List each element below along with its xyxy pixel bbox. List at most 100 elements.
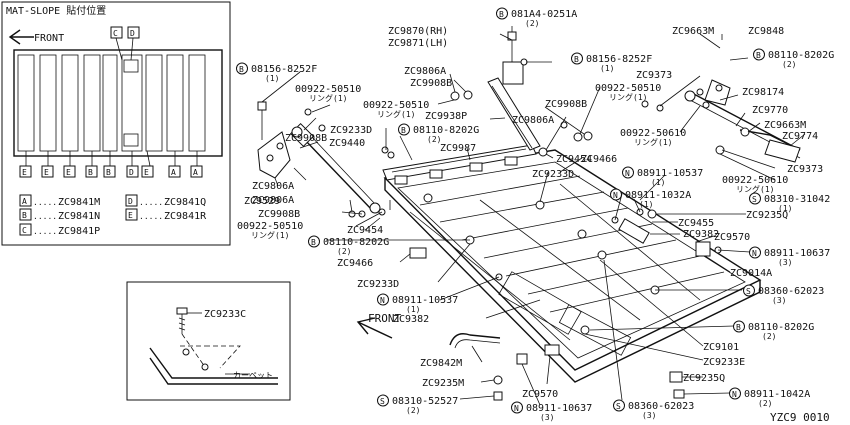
mat-outline xyxy=(13,49,223,157)
svg-text:B: B xyxy=(106,168,111,177)
callout-part-number: ZC9235Q xyxy=(683,373,725,384)
callout-quantity: (2) xyxy=(525,19,539,28)
inset-title: MAT-SLOPE 貼付位置 xyxy=(6,4,106,17)
inset-top-letter-d: D xyxy=(130,29,135,38)
callout-prefix-badge xyxy=(613,399,625,412)
callout-part-number: 08110-8202G xyxy=(768,50,834,61)
callout-45: ZC9382 xyxy=(683,229,719,240)
callout-part-number: 08911-10637 xyxy=(764,248,830,259)
callout-36: ZC9806A xyxy=(252,195,294,206)
callout-prefix-badge xyxy=(377,394,389,407)
callout-part-number: 00922-50610 xyxy=(722,175,788,186)
callout-quantity: (1) xyxy=(651,178,665,187)
callout-49: ZC9014A xyxy=(730,268,772,279)
callout-quantity: (2) xyxy=(762,332,776,341)
hardware xyxy=(304,90,722,401)
callout-part-number: ZC9806A xyxy=(252,181,294,192)
callout-quantity: (3) xyxy=(642,411,656,420)
callout-17: ZC9770 xyxy=(752,105,788,116)
callout-56: ZC9842M xyxy=(420,358,462,369)
svg-text:C: C xyxy=(22,226,27,235)
callout-prefix-badge xyxy=(733,320,745,333)
callout-quantity: (1) xyxy=(600,64,614,73)
callout-part-number: ZC9101 xyxy=(703,342,739,353)
callout-part-number: ZC9842M xyxy=(420,358,462,369)
callout-prefix-letter: N xyxy=(514,404,519,413)
callout-prefix-letter: N xyxy=(380,296,385,305)
callout-part-number: 00922-50510 xyxy=(237,221,303,232)
callout-prefix-badge xyxy=(571,52,583,65)
callout-part-number: ZC9770 xyxy=(752,105,788,116)
callout-part-number: ZC9455 xyxy=(678,218,714,229)
callout-prefix-letter: S xyxy=(380,397,385,406)
callout-quantity: (1) xyxy=(639,200,653,209)
callout-part-number: ZC9908B xyxy=(285,133,327,144)
callout-12: ZC9373 xyxy=(636,70,672,81)
callout-part-number: ZC9235M xyxy=(422,378,464,389)
callout-quantity: リング(1) xyxy=(634,137,672,147)
detail-carpet-label: カーペット xyxy=(233,371,273,380)
svg-text:D: D xyxy=(128,197,133,206)
callout-part-number: 08911-10537 xyxy=(392,295,458,306)
callout-part-number: 08310-52527 xyxy=(392,396,458,407)
callout-part-number: ZC9908B xyxy=(545,99,587,110)
front-rail xyxy=(382,144,537,185)
callout-part-number: 00922-50610 xyxy=(620,128,686,139)
callout-10: ZC9908B xyxy=(410,78,452,89)
callout-prefix-badge xyxy=(377,293,389,306)
detail-frame xyxy=(126,281,291,401)
callout-3: ZC9871(LH) xyxy=(388,38,448,49)
callout-prefix-badge xyxy=(511,401,523,414)
callout-quantity: リング(1) xyxy=(377,109,415,119)
callout-part-number: ZC9570 xyxy=(522,389,558,400)
callout-part-number: ZC9938P xyxy=(425,111,467,122)
callout-part-number: 00922-50510 xyxy=(363,100,429,111)
callout-22: ZC9774 xyxy=(782,131,818,142)
callout-part-number: 08911-1032A xyxy=(625,190,691,201)
callout-prefix-letter: B xyxy=(736,323,741,332)
callout-part-number: 00922-50510 xyxy=(595,83,661,94)
callout-prefix-letter: B xyxy=(756,51,761,60)
svg-text:......: ...... xyxy=(139,212,168,221)
callout-part-number: ZC9663M xyxy=(764,120,806,131)
main-front-label: FRONT xyxy=(368,312,401,325)
svg-text:ZC9841Q: ZC9841Q xyxy=(164,197,206,208)
callout-14: ZC98174 xyxy=(742,87,784,98)
callout-part-number: ZC9806A xyxy=(512,115,554,126)
svg-text:ZC9841P: ZC9841P xyxy=(58,226,100,237)
callout-43: ZC9455 xyxy=(678,218,714,229)
callout-part-number: 08110-8202G xyxy=(323,237,389,248)
callout-prefix-letter: B xyxy=(239,65,244,74)
callout-part-number: 00922-50510 xyxy=(295,84,361,95)
svg-text:......: ...... xyxy=(139,198,168,207)
callout-part-number: 08156-8252F xyxy=(251,64,317,75)
right-mechanism xyxy=(656,79,801,163)
callout-prefix-letter: N xyxy=(613,191,618,200)
svg-text:ZC9841R: ZC9841R xyxy=(164,211,207,222)
callout-48: ZC9466 xyxy=(337,258,373,269)
callout-part-number: ZC9233E xyxy=(703,357,745,368)
callout-50: ZC9233D xyxy=(357,279,399,290)
detail-carpet xyxy=(149,333,278,385)
callout-prefix-letter: B xyxy=(311,238,316,247)
callout-part-number: 08310-31042 xyxy=(764,194,830,205)
callout-part-number: 08110-8202G xyxy=(748,322,814,333)
callout-57: ZC9233E xyxy=(703,357,745,368)
handle-strap xyxy=(449,333,501,346)
callout-part-number: 08360-62023 xyxy=(758,286,824,297)
callout-38: N 08911-1032A(1) xyxy=(610,188,691,209)
callout-19: ZC9806A xyxy=(512,115,554,126)
left-bracket xyxy=(257,101,291,179)
callout-24: ZC9233D xyxy=(330,125,372,136)
callout-55: ZC9101 xyxy=(703,342,739,353)
callout-6: ZC9848 xyxy=(748,26,784,37)
callout-part-number: ZC9466 xyxy=(581,154,617,165)
